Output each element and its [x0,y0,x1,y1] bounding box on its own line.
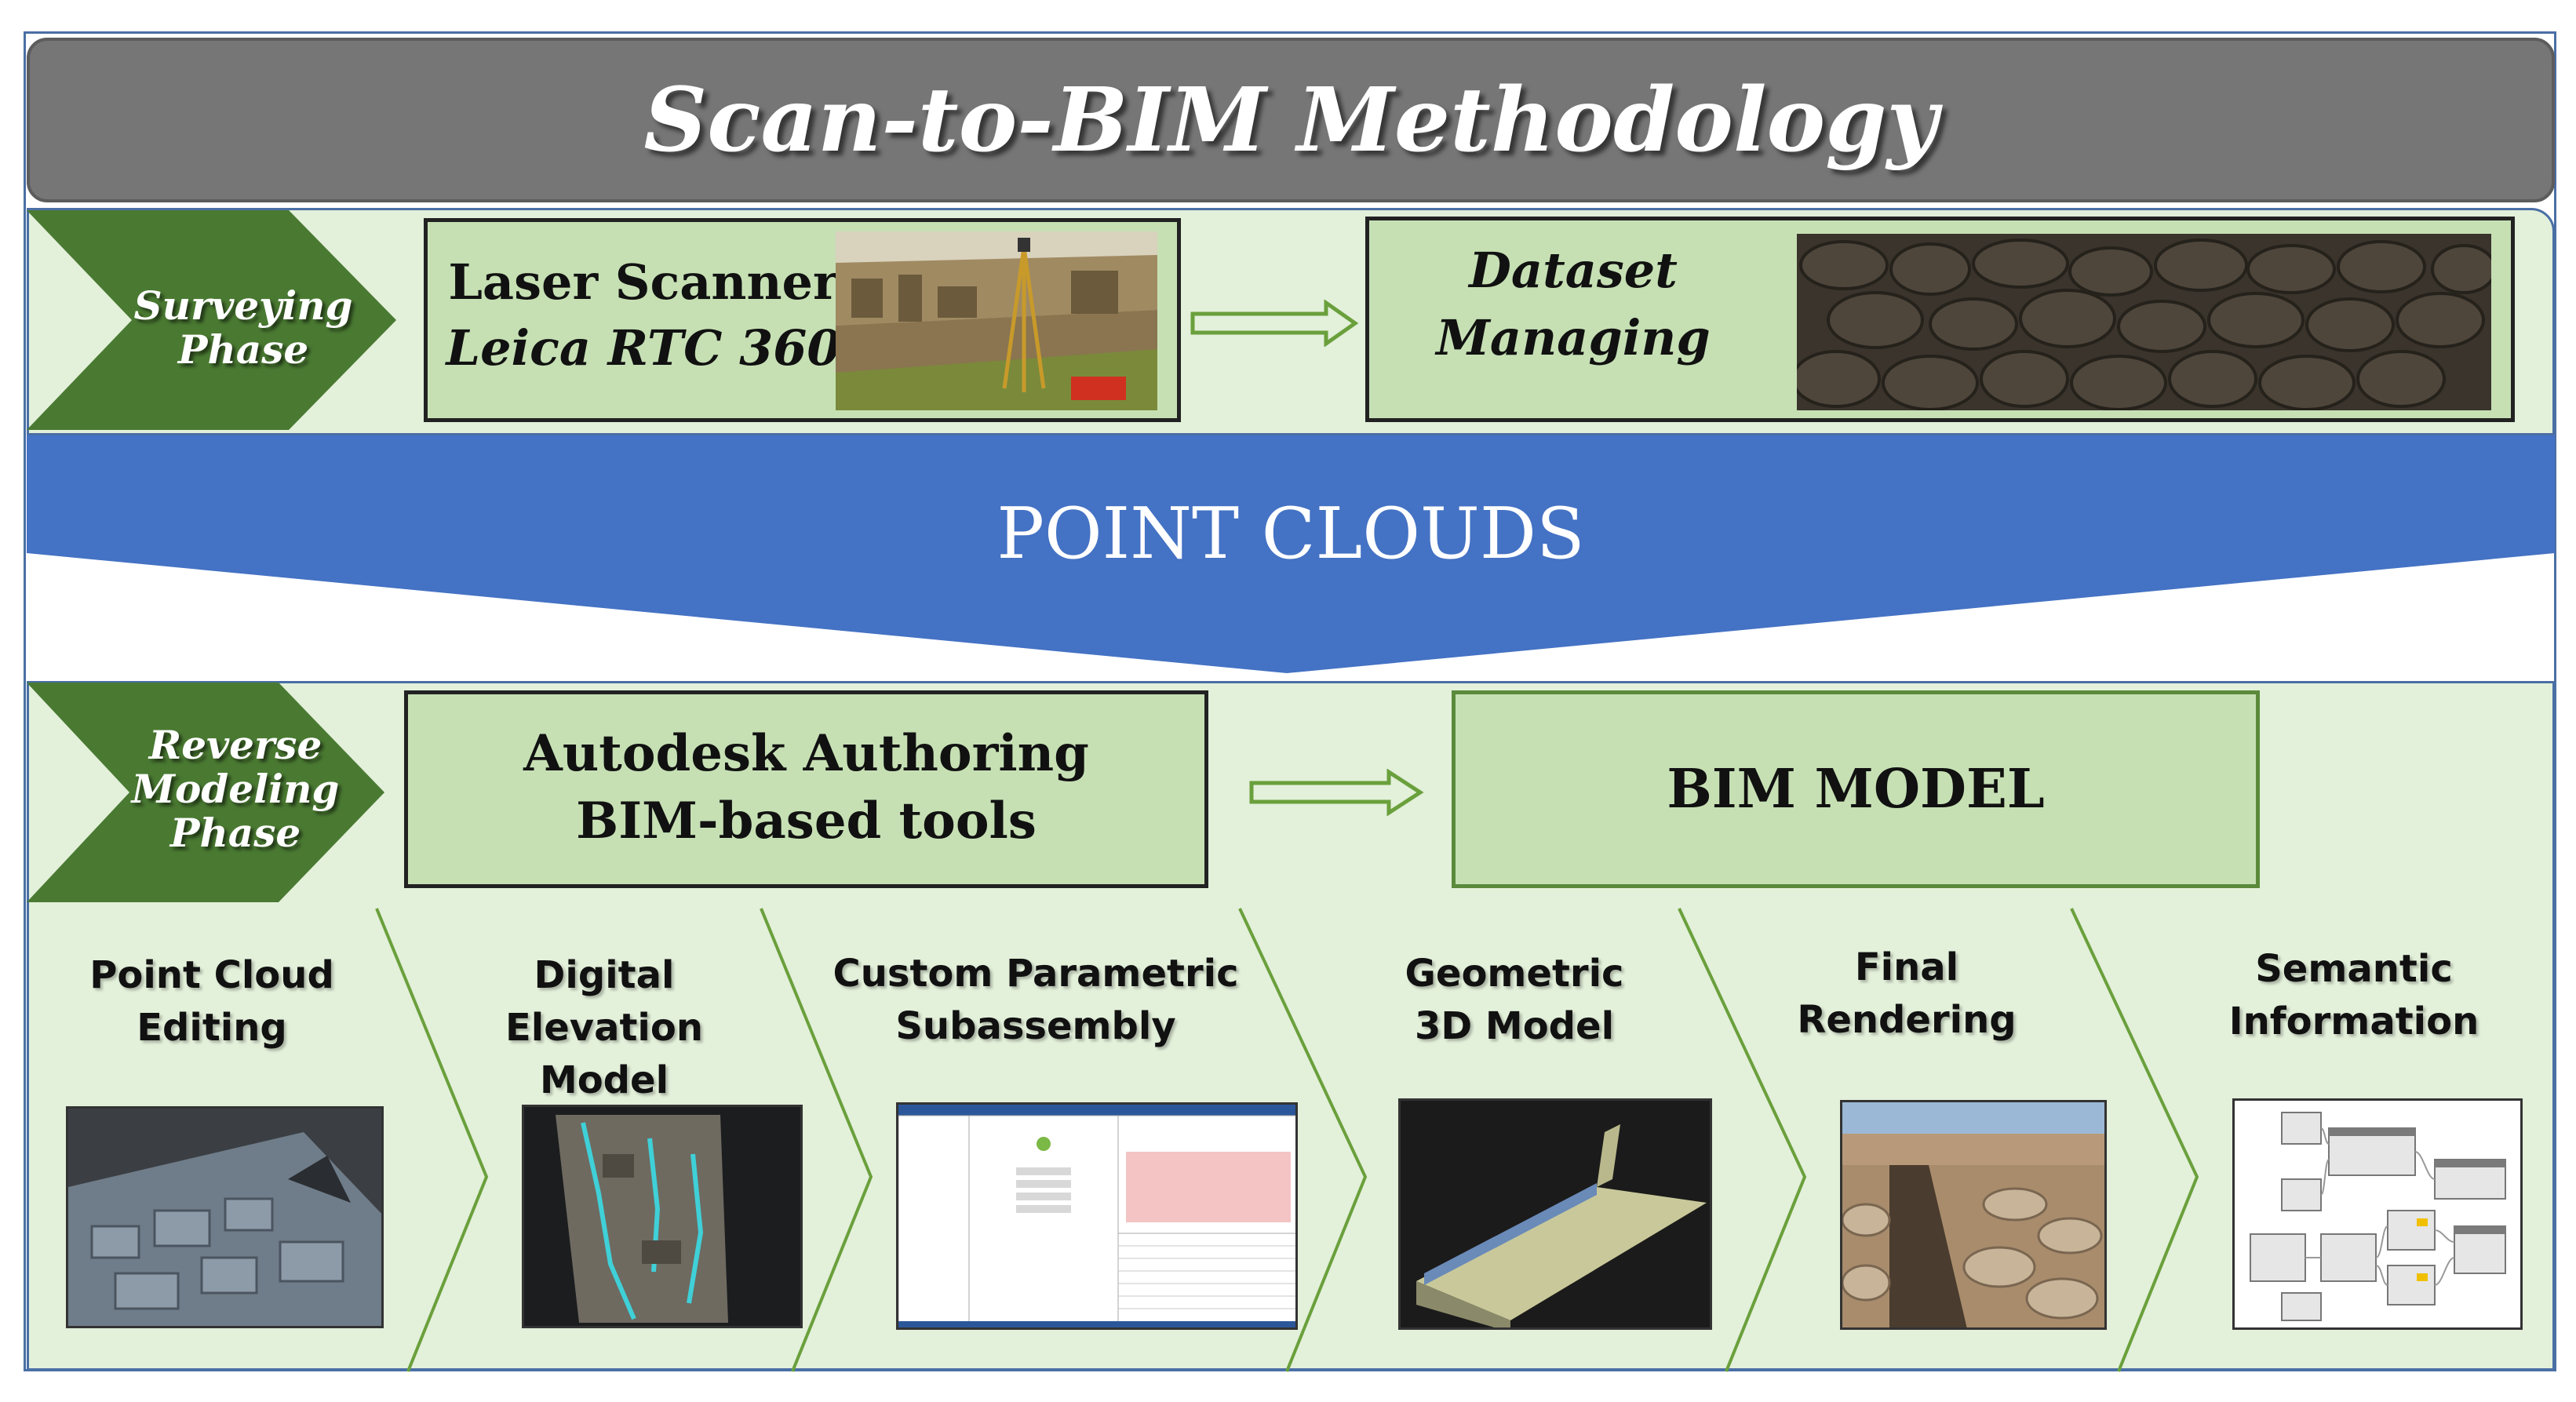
laser-scanner-text: Laser Scanner Leica RTC 360 [439,249,847,381]
step5-line1: Final [1854,945,1959,989]
step1-line2: Editing [137,1006,287,1051]
point-cloud-image [66,1106,384,1328]
arrow-surveying [1190,300,1359,347]
laser-scanner-photo [836,231,1157,410]
step3-line1: Custom Parametric [833,952,1239,996]
node-graph-image [2232,1098,2523,1330]
surveying-chevron [27,210,396,430]
step-point-cloud-editing: Point Cloud Editing [47,949,377,1054]
step6-line2: Information [2228,1000,2479,1044]
step-digital-elevation-model: Digital Elevation Model [439,949,769,1108]
autodesk-authoring-box [404,690,1208,888]
step-final-rendering: Final Rendering [1742,941,2071,1047]
step5-line2: Rendering [1797,998,2017,1043]
dataset-managing-text: Dataset Managing [1405,237,1742,371]
step4-line2: 3D Model [1414,1004,1615,1049]
arrow-reverse [1249,769,1424,816]
reverse-phase-line2: Modeling [131,766,340,812]
surveying-phase-label: Surveying Phase [118,284,369,372]
rendering-image [1840,1100,2107,1330]
bim-model-box [1452,690,2260,888]
surveying-phase-text: Surveying Phase [133,282,353,373]
diagram-title: Scan-to-BIM Methodology [643,68,1938,172]
step-geometric-3d-model: Geometric 3D Model [1350,948,1679,1053]
point-clouds-label: POINT CLOUDS [997,493,1585,575]
step3-line2: Subassembly [895,1004,1176,1049]
step2-line1: Digital Elevation [505,953,704,1051]
step1-line1: Point Cloud [89,953,334,997]
reverse-phase-line3: Phase [169,810,301,856]
title-bar: Scan-to-BIM Methodology [27,38,2555,202]
step-semantic-information: Semantic Information [2189,943,2519,1048]
reverse-chevron [27,683,384,902]
laser-scanner-line2: Leica RTC 360 [446,319,841,377]
laser-scanner-line1: Laser Scanner [448,253,839,311]
elevation-model-image [522,1105,803,1328]
reverse-phase-label: Reverse Modeling Phase [110,723,361,855]
autodesk-authoring-text: Autodesk Authoring BIM-based tools [404,720,1208,856]
dataset-point-cloud-photo [1797,234,2491,410]
autodesk-line2: BIM-based tools [576,792,1037,851]
step-custom-parametric-subassembly: Custom Parametric Subassembly [832,948,1240,1053]
dataset-line1: Dataset [1469,242,1678,299]
reverse-phase-line1: Reverse [148,722,322,768]
3d-model-image [1398,1098,1712,1330]
step6-line1: Semantic [2255,947,2453,991]
autodesk-line1: Autodesk Authoring [523,724,1089,783]
bim-model-label: BIM MODEL [1667,758,2045,821]
step2-line2: Model [539,1058,669,1103]
dataset-line2: Managing [1436,308,1711,366]
step4-line1: Geometric [1405,952,1624,996]
parametric-software-image [896,1102,1298,1330]
